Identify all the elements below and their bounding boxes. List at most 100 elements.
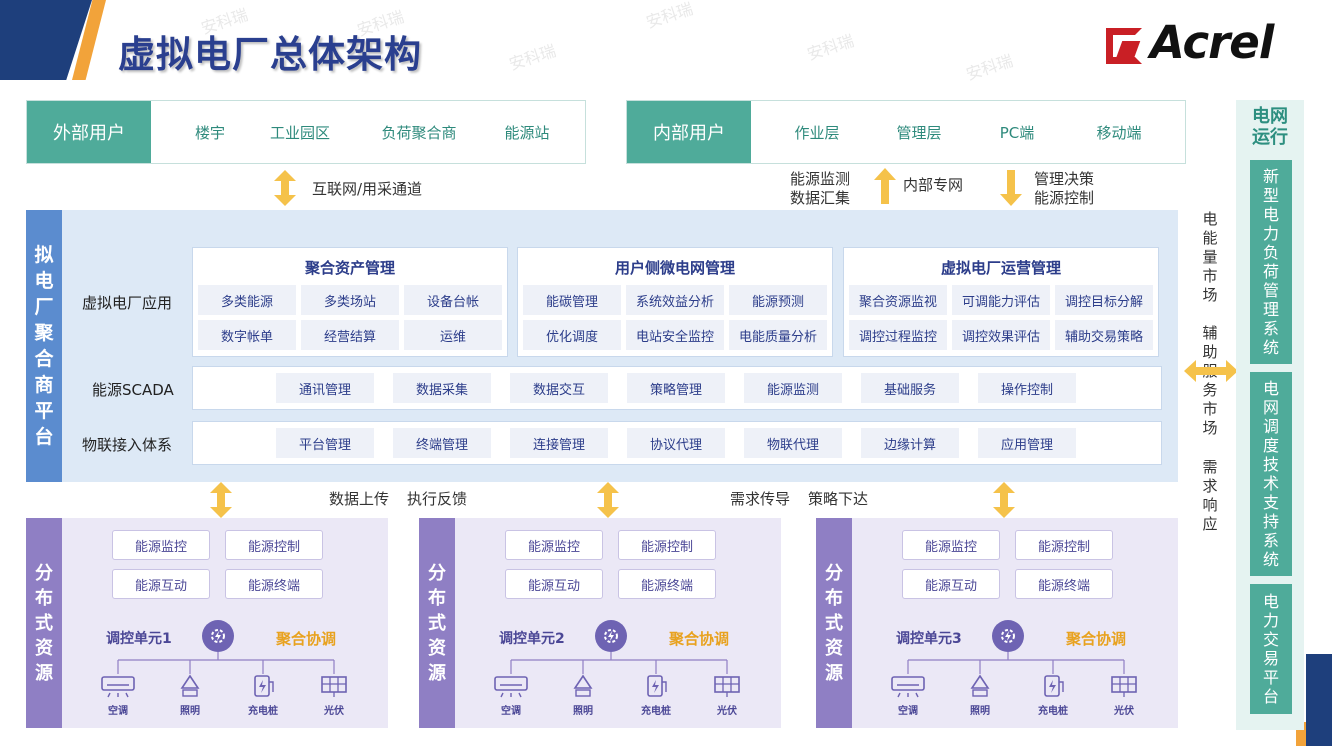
iot-bar: 平台管理 终端管理 连接管理 协议代理 物联代理 边缘计算 应用管理 bbox=[192, 421, 1162, 465]
control-unit-label: 调控单元2 bbox=[499, 631, 565, 647]
device-label: 空调 bbox=[108, 706, 128, 717]
gear-icon bbox=[202, 620, 234, 652]
watermark: 安科瑞 bbox=[643, 0, 696, 32]
device-label: 充电桩 bbox=[641, 706, 671, 717]
mgmt-chip: 能源预测 bbox=[729, 285, 827, 315]
charging-pile-icon bbox=[254, 675, 274, 697]
device-pv: 光伏 bbox=[1102, 674, 1146, 717]
device-charger: 充电桩 bbox=[241, 674, 285, 717]
scada-chip: 能源监测 bbox=[744, 373, 842, 403]
aggregation-coordination-label: 聚合协调 bbox=[669, 630, 730, 648]
iot-chip: 平台管理 bbox=[276, 428, 374, 458]
mgmt-title: 聚合资产管理 bbox=[304, 259, 395, 277]
internal-user-item: 作业层 bbox=[794, 123, 840, 142]
device-label: 光伏 bbox=[1114, 706, 1134, 717]
iot-chip: 协议代理 bbox=[627, 428, 725, 458]
resource-chip: 能源互动 bbox=[902, 569, 1000, 599]
page-title: 虚拟电厂总体架构 bbox=[118, 33, 422, 76]
mgmt-box-microgrid: 用户侧微电网管理 能碳管理 系统效益分析 能源预测 优化调度 电站安全监控 电能… bbox=[517, 247, 833, 357]
mgmt-chip: 数字帐单 bbox=[198, 320, 296, 350]
internal-users-head: 内部用户 bbox=[627, 101, 751, 163]
corner-stripe-bottom bbox=[1296, 722, 1306, 746]
resource-side-label: 分 布 式 资 源 bbox=[26, 518, 62, 728]
grid-operation-title: 电网 运行 bbox=[1252, 106, 1288, 148]
mgmt-chip: 系统效益分析 bbox=[626, 285, 724, 315]
charging-pile-icon bbox=[1044, 675, 1064, 697]
mgmt-chip: 调控目标分解 bbox=[1055, 285, 1153, 315]
row-label-app: 虚拟电厂应用 bbox=[82, 294, 173, 312]
scada-chip: 数据采集 bbox=[393, 373, 491, 403]
horizontal-double-arrow-icon bbox=[1184, 360, 1238, 382]
platform-side-label: 拟 电 厂 聚 合 商 平 台 bbox=[26, 210, 62, 482]
device-label: 照明 bbox=[180, 706, 200, 717]
external-users-head: 外部用户 bbox=[27, 101, 151, 163]
mgmt-chip: 调控过程监控 bbox=[849, 320, 947, 350]
private-network-label: 内部专网 bbox=[903, 176, 964, 194]
gear-icon bbox=[595, 620, 627, 652]
double-arrow-icon bbox=[274, 170, 296, 206]
mgmt-chip: 聚合资源监视 bbox=[849, 285, 947, 315]
mgmt-chip: 经营结算 bbox=[301, 320, 399, 350]
mgmt-chip: 优化调度 bbox=[523, 320, 621, 350]
device-light: 照明 bbox=[168, 674, 212, 717]
internal-users-box: 内部用户 作业层 管理层 PC端 移动端 bbox=[626, 100, 1186, 164]
market-label-demand: 需 求 响 应 bbox=[1202, 458, 1218, 533]
demand-transmit-label: 需求传导 bbox=[730, 490, 791, 508]
lighting-icon bbox=[180, 674, 200, 697]
device-label: 空调 bbox=[898, 706, 918, 717]
scada-chip: 策略管理 bbox=[627, 373, 725, 403]
device-ac: 空调 bbox=[489, 674, 533, 717]
external-user-item: 工业园区 bbox=[269, 123, 330, 142]
mgmt-title: 虚拟电厂运营管理 bbox=[940, 259, 1061, 277]
resource-chip: 能源终端 bbox=[1015, 569, 1113, 599]
control-unit-label: 调控单元1 bbox=[106, 631, 172, 647]
connector-lines bbox=[117, 652, 335, 674]
device-ac: 空调 bbox=[886, 674, 930, 717]
resource-chip: 能源控制 bbox=[225, 530, 323, 560]
aggregation-coordination-label: 聚合协调 bbox=[1066, 630, 1127, 648]
device-ac: 空调 bbox=[96, 674, 140, 717]
monitor-label: 能源监测 数据汇集 bbox=[790, 170, 851, 207]
mgmt-chip: 辅助交易策略 bbox=[1055, 320, 1153, 350]
resource-chip: 能源终端 bbox=[618, 569, 716, 599]
scada-chip: 基础服务 bbox=[861, 373, 959, 403]
mgmt-chip: 电站安全监控 bbox=[626, 320, 724, 350]
mgmt-title: 用户侧微电网管理 bbox=[614, 259, 735, 277]
device-label: 光伏 bbox=[324, 706, 344, 717]
row-label-scada: 能源SCADA bbox=[92, 381, 174, 399]
double-arrow-icon bbox=[210, 482, 232, 518]
mgmt-chip: 多类能源 bbox=[198, 285, 296, 315]
resource-side-label: 分 布 式 资 源 bbox=[816, 518, 852, 728]
gear-icon bbox=[992, 620, 1024, 652]
double-arrow-icon bbox=[993, 482, 1015, 518]
acrel-logo: Acrel bbox=[1106, 16, 1296, 72]
external-user-item: 楼宇 bbox=[194, 123, 225, 142]
mgmt-box-operation: 虚拟电厂运营管理 聚合资源监视 可调能力评估 调控目标分解 调控过程监控 调控效… bbox=[843, 247, 1159, 357]
mgmt-box-asset: 聚合资产管理 多类能源 多类场站 设备台帐 数字帐单 经营结算 运维 bbox=[192, 247, 508, 357]
down-arrow-icon bbox=[1000, 170, 1022, 206]
solar-panel-icon bbox=[321, 676, 347, 697]
resource-block-3: 分 布 式 资 源 能源监控 能源控制 能源互动 能源终端 调控单元3 聚合协调… bbox=[816, 518, 1178, 728]
mgmt-chip: 电能质量分析 bbox=[729, 320, 827, 350]
device-label: 充电桩 bbox=[248, 706, 278, 717]
device-label: 照明 bbox=[573, 706, 593, 717]
iot-chip: 连接管理 bbox=[510, 428, 608, 458]
device-label: 充电桩 bbox=[1038, 706, 1068, 717]
corner-decoration-bottom bbox=[1306, 654, 1332, 746]
mgmt-chip: 多类场站 bbox=[301, 285, 399, 315]
data-upload-label: 数据上传 bbox=[329, 490, 390, 508]
connector-lines bbox=[510, 652, 728, 674]
air-conditioner-icon bbox=[101, 676, 135, 698]
resource-chip: 能源控制 bbox=[618, 530, 716, 560]
device-light: 照明 bbox=[958, 674, 1002, 717]
control-unit-label: 调控单元3 bbox=[896, 631, 962, 647]
decision-label: 管理决策 能源控制 bbox=[1034, 170, 1095, 207]
resource-chip: 能源控制 bbox=[1015, 530, 1113, 560]
charging-pile-icon bbox=[647, 675, 667, 697]
device-charger: 充电桩 bbox=[634, 674, 678, 717]
resource-chip: 能源监控 bbox=[505, 530, 603, 560]
internet-channel-label: 互联网/用采通道 bbox=[312, 180, 423, 198]
air-conditioner-icon bbox=[891, 676, 925, 698]
scada-chip: 操作控制 bbox=[978, 373, 1076, 403]
resource-block-1: 分 布 式 资 源 能源监控 能源控制 能源互动 能源终端 调控单元1 聚合协调… bbox=[26, 518, 388, 728]
